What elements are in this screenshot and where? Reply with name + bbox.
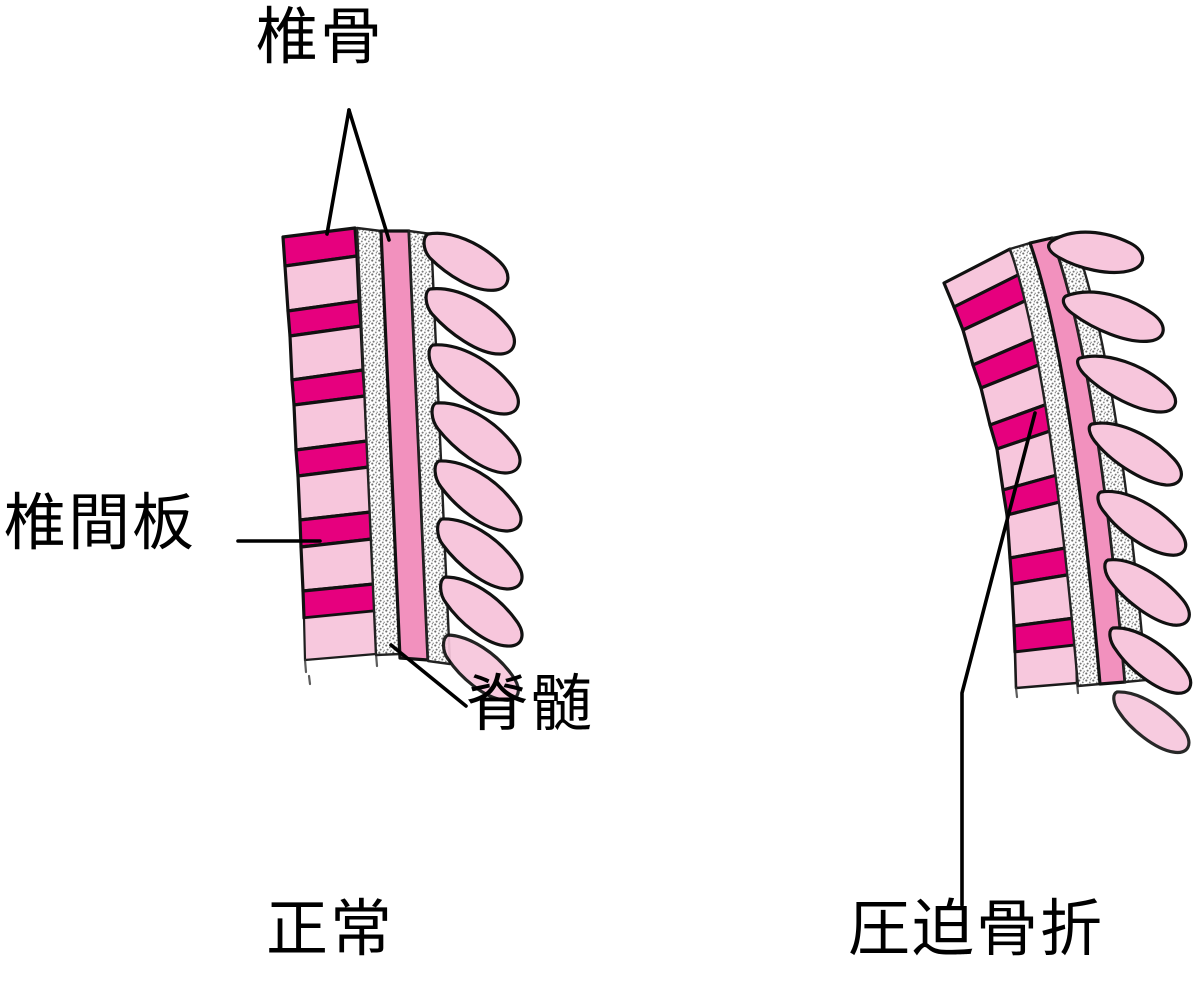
label-intervertebral-disc: 椎間板 [4,486,197,559]
caption-normal: 正常 [266,892,395,965]
leader-line-vertebra-process [347,108,391,242]
leader-line-cord [389,643,468,708]
caption-compression-fracture: 圧迫骨折 [848,892,1105,965]
label-spinal-cord: 脊髄 [466,667,595,740]
leader-line-fracture [960,411,1037,907]
label-vertebra: 椎骨 [256,0,385,73]
leader-line-vertebra-body [325,108,351,236]
